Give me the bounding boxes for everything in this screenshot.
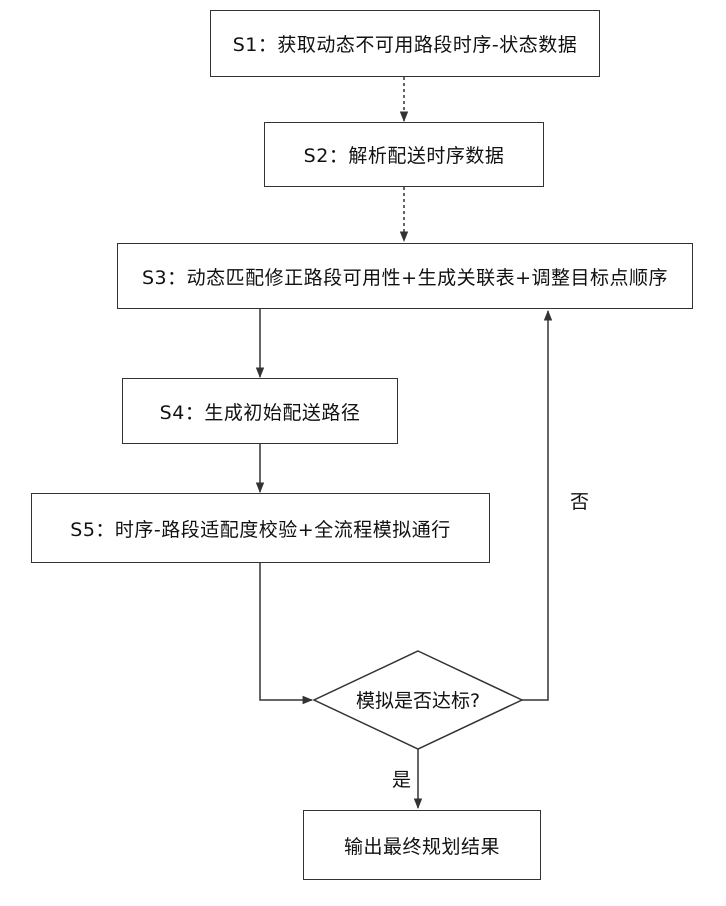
step-s4-label: S4：生成初始配送路径	[160, 398, 361, 425]
output-label: 输出最终规划结果	[344, 832, 500, 859]
step-s2-box: S2：解析配送时序数据	[264, 122, 544, 187]
arrow-s5-decision	[260, 563, 312, 700]
step-s5-label: S5：时序-路段适配度校验+全流程模拟通行	[70, 515, 450, 542]
step-s3-box: S3：动态匹配修正路段可用性+生成关联表+调整目标点顺序	[117, 243, 693, 309]
step-s3-label: S3：动态匹配修正路段可用性+生成关联表+调整目标点顺序	[142, 263, 668, 290]
decision-yes-label: 是	[392, 765, 411, 792]
step-s4-box: S4：生成初始配送路径	[122, 378, 398, 444]
step-s1-label: S1：获取动态不可用路段时序-状态数据	[233, 30, 578, 57]
arrow-decision-no-s3	[522, 311, 548, 700]
output-box: 输出最终规划结果	[303, 810, 541, 880]
step-s2-label: S2：解析配送时序数据	[304, 141, 505, 168]
step-s5-box: S5：时序-路段适配度校验+全流程模拟通行	[31, 493, 490, 563]
decision-no-label: 否	[570, 487, 589, 514]
step-s1-box: S1：获取动态不可用路段时序-状态数据	[210, 10, 600, 77]
decision-question: 模拟是否达标?	[318, 686, 518, 713]
